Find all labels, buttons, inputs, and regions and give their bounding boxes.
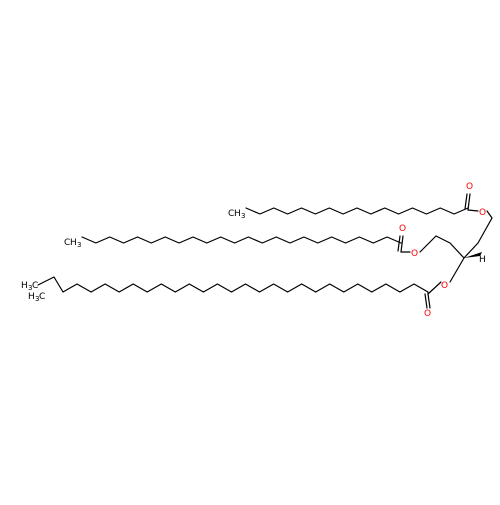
chain-1-carbonyl	[467, 193, 471, 211]
chain-1-bonds	[245, 207, 469, 215]
chain-2-o-to-backbone	[419, 235, 437, 253]
chain-3-carbonyl-2	[424, 293, 428, 309]
chain-2-terminal-ch3-sub: 3	[77, 241, 81, 249]
chain-3-branch-ch3-h: H	[28, 292, 35, 302]
chain-1-ester-bond	[467, 209, 479, 212]
chain-3-carbonyl	[427, 293, 431, 309]
chain-3-ether-o-label: O	[441, 281, 448, 291]
chain-3-terminal-ch3-h: H	[21, 281, 28, 291]
chain-2: O O C H 3	[64, 224, 437, 259]
chain-1-carbonyl-2	[464, 193, 468, 210]
chain-1-terminal-ch3-c: C	[228, 209, 234, 219]
chain-3: O O H 3 C H 3 C	[21, 257, 465, 319]
backbone-to-o1	[486, 210, 493, 219]
chain-2-ether-o-label: O	[411, 249, 418, 259]
glycerol-backbone	[435, 210, 493, 259]
chain-2-bonds	[81, 236, 402, 244]
chain-2-terminal-ch3-h: H	[70, 238, 77, 248]
chain-3-terminal-ch3-c: C	[32, 281, 38, 291]
chain-3-branch-ch3-c: C	[39, 292, 45, 302]
chain-3-terminal-ch3-sub: 3	[28, 284, 32, 292]
chain-2-carbonyl	[400, 235, 404, 253]
chain-3-o-to-backbone	[449, 257, 465, 283]
stereo-h-label: H	[479, 255, 486, 265]
chain-3-bonds	[37, 276, 429, 295]
chain-2-carbonyl-o-label: O	[399, 224, 406, 234]
chain-1-carbonyl-o-label: O	[466, 182, 473, 192]
chain-1-ether-o-label: O	[479, 208, 486, 218]
wedge-bond-to-h	[464, 252, 482, 258]
chain-3-branch-ch3-sub: 3	[35, 295, 39, 303]
chain-3-ester-bond	[427, 281, 442, 295]
chain-1: O O C H 3	[228, 182, 486, 220]
chain-2-terminal-ch3-c: C	[64, 238, 70, 248]
chain-2-carbonyl-2	[397, 235, 401, 252]
chain-1-terminal-ch3-h: H	[234, 209, 241, 219]
chain-1-terminal-ch3-sub: 3	[241, 212, 245, 220]
backbone-bonds	[435, 217, 493, 259]
chain-3-carbonyl-o-label: O	[424, 309, 431, 319]
